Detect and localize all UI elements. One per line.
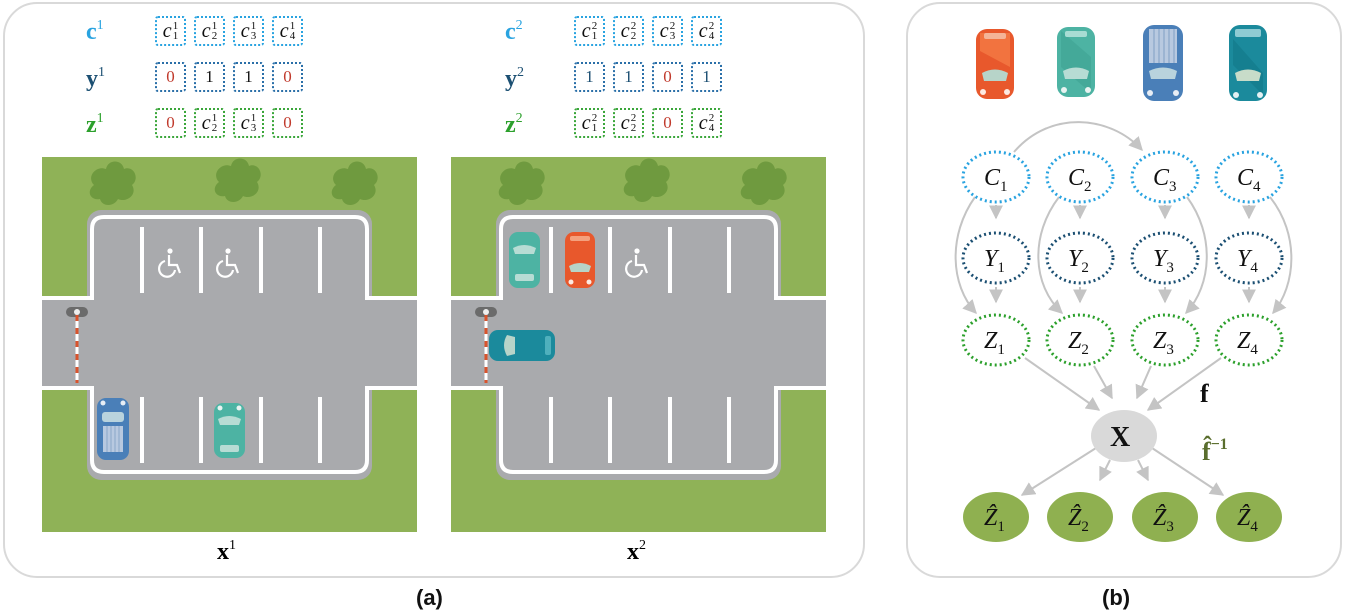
node-zhat1 [963,492,1029,542]
node-c2 [1045,150,1115,204]
car-teal-hatch [214,403,245,458]
matrix-cell-y1-4: 0 [272,62,303,92]
node-x-label: X [1110,422,1130,453]
matrix-cell-y2-3: 0 [652,62,683,92]
car-dark-teal-sedan [489,330,555,361]
c2-label: c2 [505,18,523,45]
graph-edges [954,121,1293,496]
parking-scene-1 [42,157,417,532]
node-zhat2 [1047,492,1113,542]
panel-a-caption: (a) [416,585,443,610]
car-blue-van [97,398,129,460]
scene-1-image-label: x1 [217,538,236,565]
parking-scene-2 [451,157,826,532]
matrix-cell-z1-4: 0 [272,108,303,138]
node-z4 [1214,313,1284,367]
edge-c1-c3 [1013,121,1143,153]
matrix-cell-y2-1: 1 [574,62,605,92]
car-teal-hatch [509,232,540,288]
node-z2 [1045,313,1115,367]
c1-label: c1 [86,18,104,45]
node-y2 [1045,231,1115,285]
node-c4 [1214,150,1284,204]
finv-label: f̂−1 [1202,436,1228,466]
node-zhat4 [1216,492,1282,542]
scene-2-image-label: x2 [627,538,646,565]
node-y1 [961,231,1031,285]
node-y4 [1214,231,1284,285]
matrix-cell-y1-3: 1 [233,62,264,92]
matrix-cell-y2-4: 1 [691,62,722,92]
car-legend-4 [1229,25,1267,101]
panel-b-frame [906,2,1342,578]
node-z3 [1130,313,1200,367]
node-y3 [1130,231,1200,285]
z1-label: z1 [86,111,104,138]
matrix-cell-y2-2: 1 [613,62,644,92]
matrix-cell-y1-2: 1 [194,62,225,92]
node-z1 [961,313,1031,367]
matrix-cell-y1-1: 0 [155,62,186,92]
node-zhat3 [1132,492,1198,542]
f-label: f [1200,379,1209,408]
z2-label: z2 [505,111,523,138]
car-orange-hatch [565,232,595,288]
y2-label: y2 [505,65,524,92]
matrix-cell-z1-1: 0 [155,108,186,138]
matrix-cell-z2-3: 0 [652,108,683,138]
car-legend-2 [1057,27,1095,97]
panel-b-caption: (b) [1102,585,1131,610]
node-c1 [961,150,1031,204]
car-legend-3 [1143,25,1183,101]
node-x [1091,410,1157,462]
node-c3 [1130,150,1200,204]
y1-label: y1 [86,65,105,92]
car-legend-1 [976,29,1014,99]
